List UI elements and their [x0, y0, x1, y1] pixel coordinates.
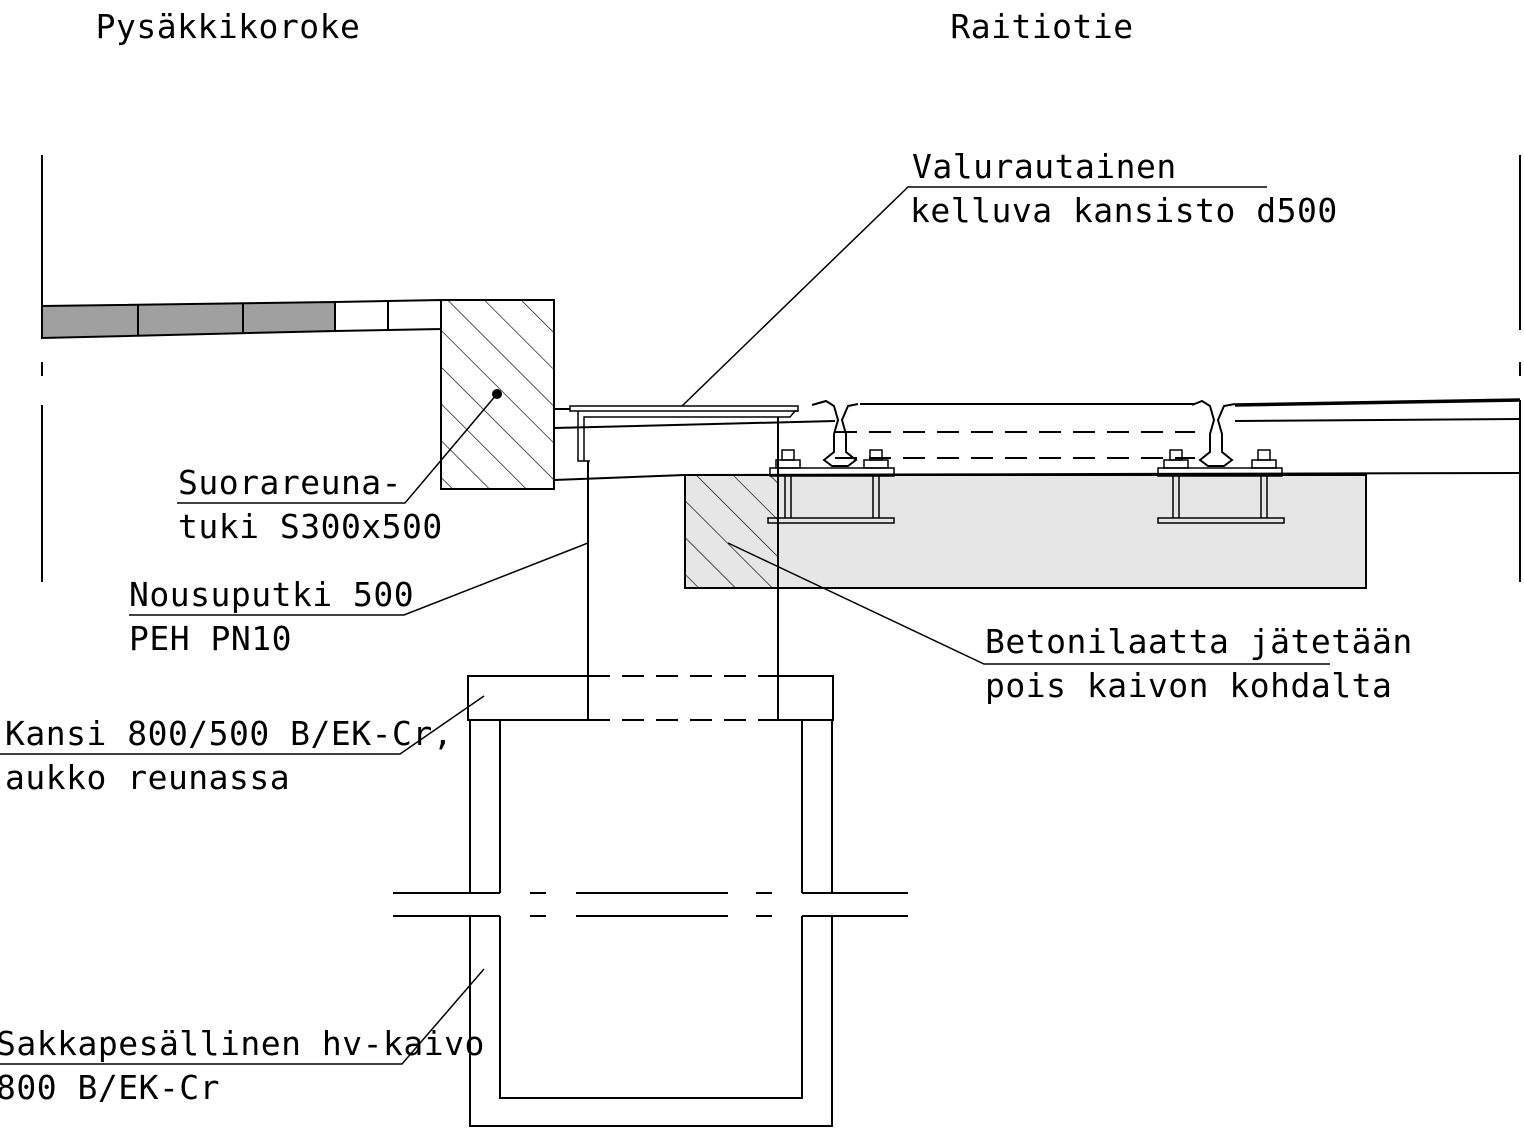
heading-platform: Pysäkkikoroke [96, 7, 361, 46]
label-curb-1: Suorareuna- [178, 463, 402, 502]
label-well-2: 800 B/EK-Cr [0, 1068, 220, 1107]
label-curb-2: tuki S300x500 [178, 507, 443, 546]
leader-lines [0, 186, 1330, 1065]
rail-right [1157, 399, 1285, 524]
label-cover-2: kelluva kansisto d500 [910, 191, 1338, 230]
floating-cover [569, 405, 799, 462]
label-riser-1: Nousuputki 500 [129, 575, 414, 614]
well-lid [467, 675, 834, 721]
label-cover-1: Valurautainen [912, 147, 1177, 186]
well-body [469, 720, 833, 1127]
label-lid-2: aukko reunassa [5, 758, 290, 797]
heading-tramway: Raitiotie [950, 7, 1133, 46]
label-slab-2: pois kaivon kohdalta [985, 666, 1392, 705]
label-slab-1: Betonilaatta jätetään [985, 622, 1413, 661]
label-riser-2: PEH PN10 [129, 619, 292, 658]
concrete-slab [684, 474, 1367, 589]
platform-paving [41, 298, 442, 340]
rail-left [767, 399, 895, 524]
label-well-1: Sakkapesällinen hv-kaivo [0, 1024, 485, 1063]
track-surface [553, 398, 1521, 481]
pipe-through-well [393, 892, 908, 917]
label-lid-1: Kansi 800/500 B/EK-Cr, [5, 714, 453, 753]
